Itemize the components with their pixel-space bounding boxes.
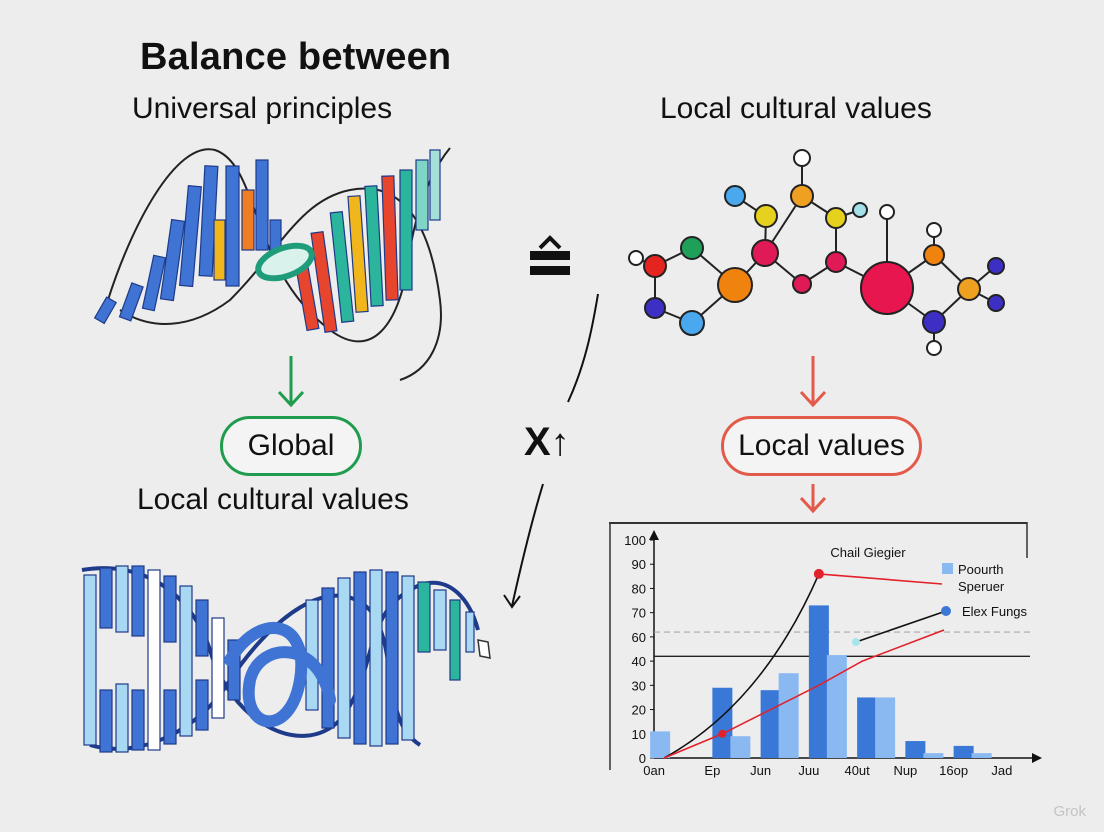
- y-tick-label: 0: [639, 751, 646, 766]
- bar: [760, 690, 781, 758]
- dna-helix-colored-icon: [93, 147, 451, 381]
- bar: [712, 687, 733, 758]
- x-tick-label: Jun: [750, 763, 771, 778]
- operator-x: X: [524, 420, 551, 464]
- operator-label: X↑: [524, 420, 570, 465]
- dna-helix-blue-icon: [81, 565, 491, 753]
- x-tick-label: Juu: [798, 763, 819, 778]
- x-tick-label: Ep: [704, 763, 720, 778]
- curved-arrow-icon: [503, 293, 599, 609]
- y-tick-label: 30: [632, 678, 646, 693]
- legend-label: Speruer: [958, 579, 1005, 594]
- global-pill: Global: [220, 416, 362, 476]
- diagram-title: Balance between: [140, 36, 452, 78]
- legend-label: Elex Fungs: [962, 604, 1028, 619]
- series-line: [855, 610, 947, 643]
- x-axis-arrow: [1032, 753, 1042, 763]
- chart-frame-top-border: [609, 522, 1027, 524]
- watermark: Grok: [1053, 803, 1086, 820]
- y-tick-label: 80: [632, 581, 646, 596]
- universal-principles-heading: Universal principles: [132, 92, 393, 125]
- y-axis-arrow: [649, 530, 659, 540]
- y-tick-label: 10: [632, 727, 646, 742]
- up-arrow-icon: ↑: [550, 422, 570, 464]
- bar: [650, 731, 671, 758]
- bar-chart: 0 10 20 30 40 60 70 80 90 100 0an Ep Jun Juu 40ut Nup 16…: [609, 522, 1042, 778]
- bar: [826, 655, 847, 758]
- y-tick-label: 20: [632, 703, 646, 718]
- bar: [808, 605, 829, 758]
- x-tick-label: Nup: [893, 763, 917, 778]
- equals-symbol-icon: [530, 235, 570, 275]
- local-cultural-values-heading: Local cultural values: [660, 92, 932, 125]
- bar: [778, 673, 799, 758]
- y-tick-label: 90: [632, 557, 646, 572]
- series-line: [663, 573, 820, 759]
- down-arrow-icon: [277, 356, 827, 514]
- legend-swatch: [942, 563, 953, 574]
- y-tick-label: 60: [632, 630, 646, 645]
- bar: [875, 697, 896, 758]
- chart-title: Chail Giegier: [830, 545, 906, 560]
- x-tick-label: Jad: [991, 763, 1012, 778]
- series-line: [818, 573, 943, 585]
- y-tick-label: 70: [632, 606, 646, 621]
- bar: [953, 745, 974, 758]
- bar: [905, 741, 926, 758]
- x-tick-label: 16op: [939, 763, 968, 778]
- x-tick-label: 0an: [643, 763, 665, 778]
- series-line: [663, 629, 945, 759]
- series-point: [852, 638, 860, 646]
- bar: [857, 697, 878, 758]
- y-tick-label: 100: [624, 533, 646, 548]
- bar: [971, 753, 992, 758]
- series-point: [941, 606, 951, 616]
- bar: [730, 736, 751, 758]
- legend-label: Poourth: [958, 562, 1004, 577]
- y-tick-label: 40: [632, 654, 646, 669]
- x-tick-label: 40ut: [844, 763, 870, 778]
- local-cultural-values-lower-heading: Local cultural values: [137, 483, 409, 516]
- bar: [923, 753, 944, 758]
- local-values-pill: Local values: [721, 416, 922, 476]
- molecule-network-icon: [628, 149, 1005, 356]
